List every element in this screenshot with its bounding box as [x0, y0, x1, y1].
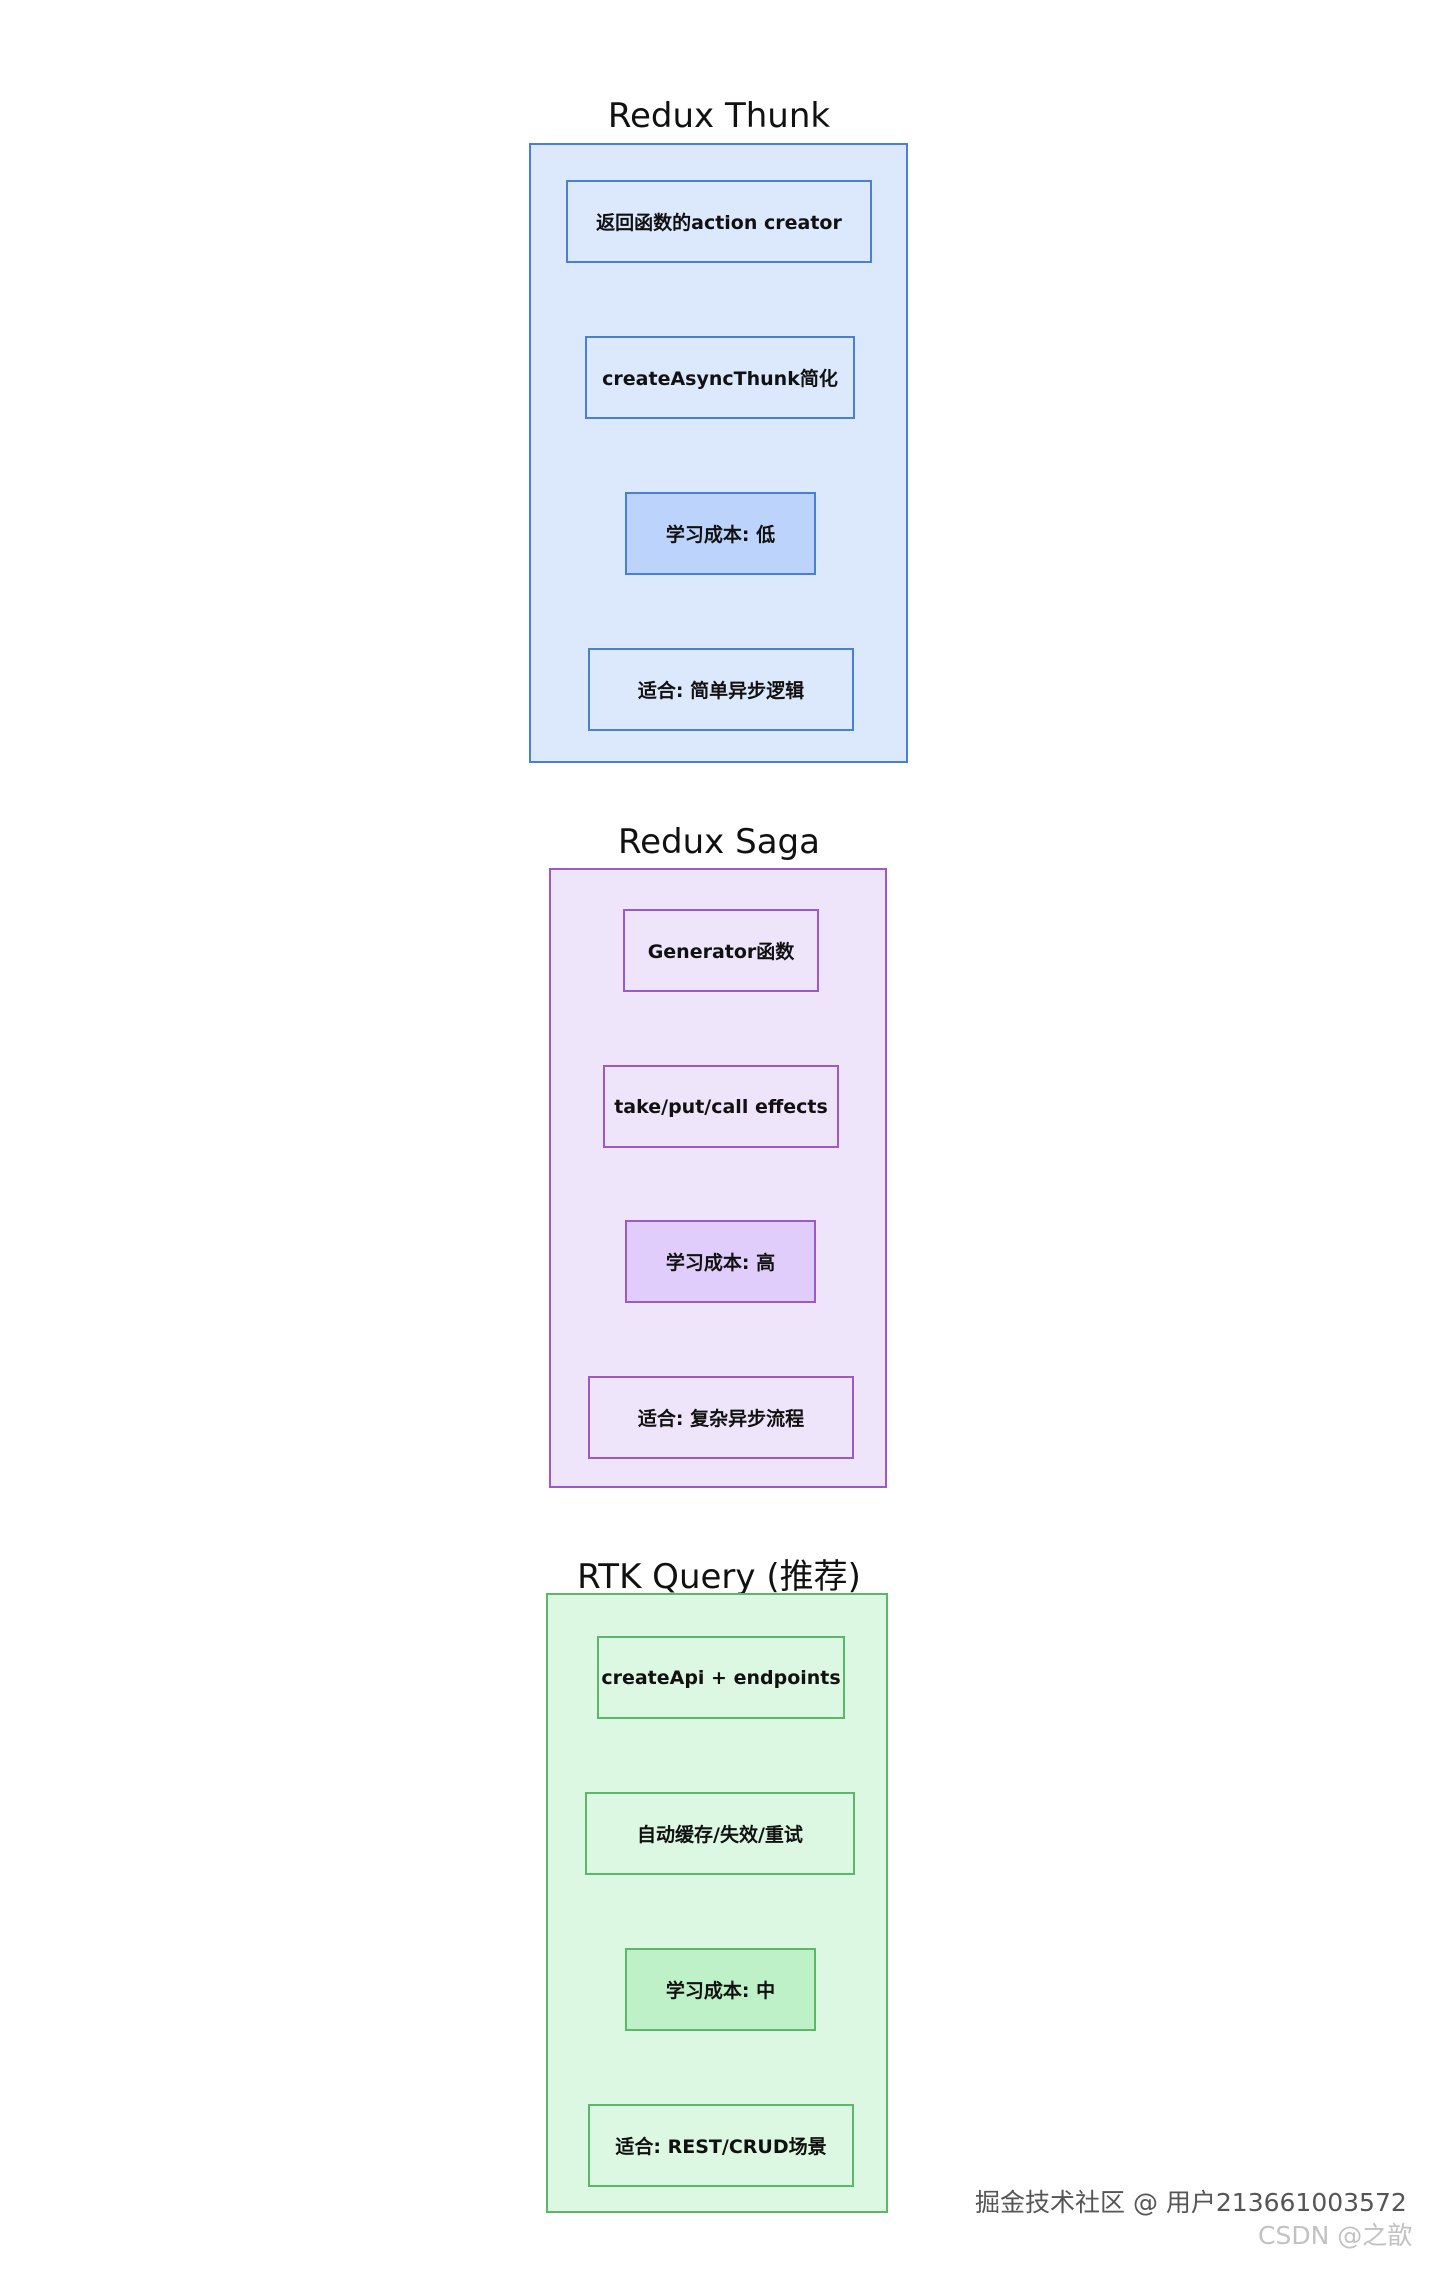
node-rtk-auto-cache: 自动缓存/失效/重试 [585, 1792, 855, 1875]
node-rtk-learning-cost: 学习成本: 中 [625, 1948, 816, 2031]
group-title-redux-saga: Redux Saga [618, 822, 820, 862]
node-saga-effects: take/put/call effects [603, 1065, 839, 1148]
node-thunk-action-creator: 返回函数的action creator [566, 180, 872, 263]
node-thunk-suitable-for: 适合: 简单异步逻辑 [588, 648, 854, 731]
group-title-redux-thunk: Redux Thunk [607, 96, 831, 136]
node-saga-generator: Generator函数 [623, 909, 819, 992]
watermark-csdn: CSDN @之歆 [1258, 2221, 1413, 2250]
node-thunk-learning-cost: 学习成本: 低 [625, 492, 816, 575]
node-rtk-suitable-for: 适合: REST/CRUD场景 [588, 2104, 854, 2187]
node-saga-learning-cost: 学习成本: 高 [625, 1220, 816, 1303]
watermark-juejin: 掘金技术社区 @ 用户213661003572 [975, 2188, 1407, 2217]
group-title-rtk-query: RTK Query (推荐) [577, 1557, 861, 1597]
node-thunk-create-async-thunk: createAsyncThunk简化 [585, 336, 855, 419]
node-rtk-create-api: createApi + endpoints [597, 1636, 845, 1719]
node-saga-suitable-for: 适合: 复杂异步流程 [588, 1376, 854, 1459]
